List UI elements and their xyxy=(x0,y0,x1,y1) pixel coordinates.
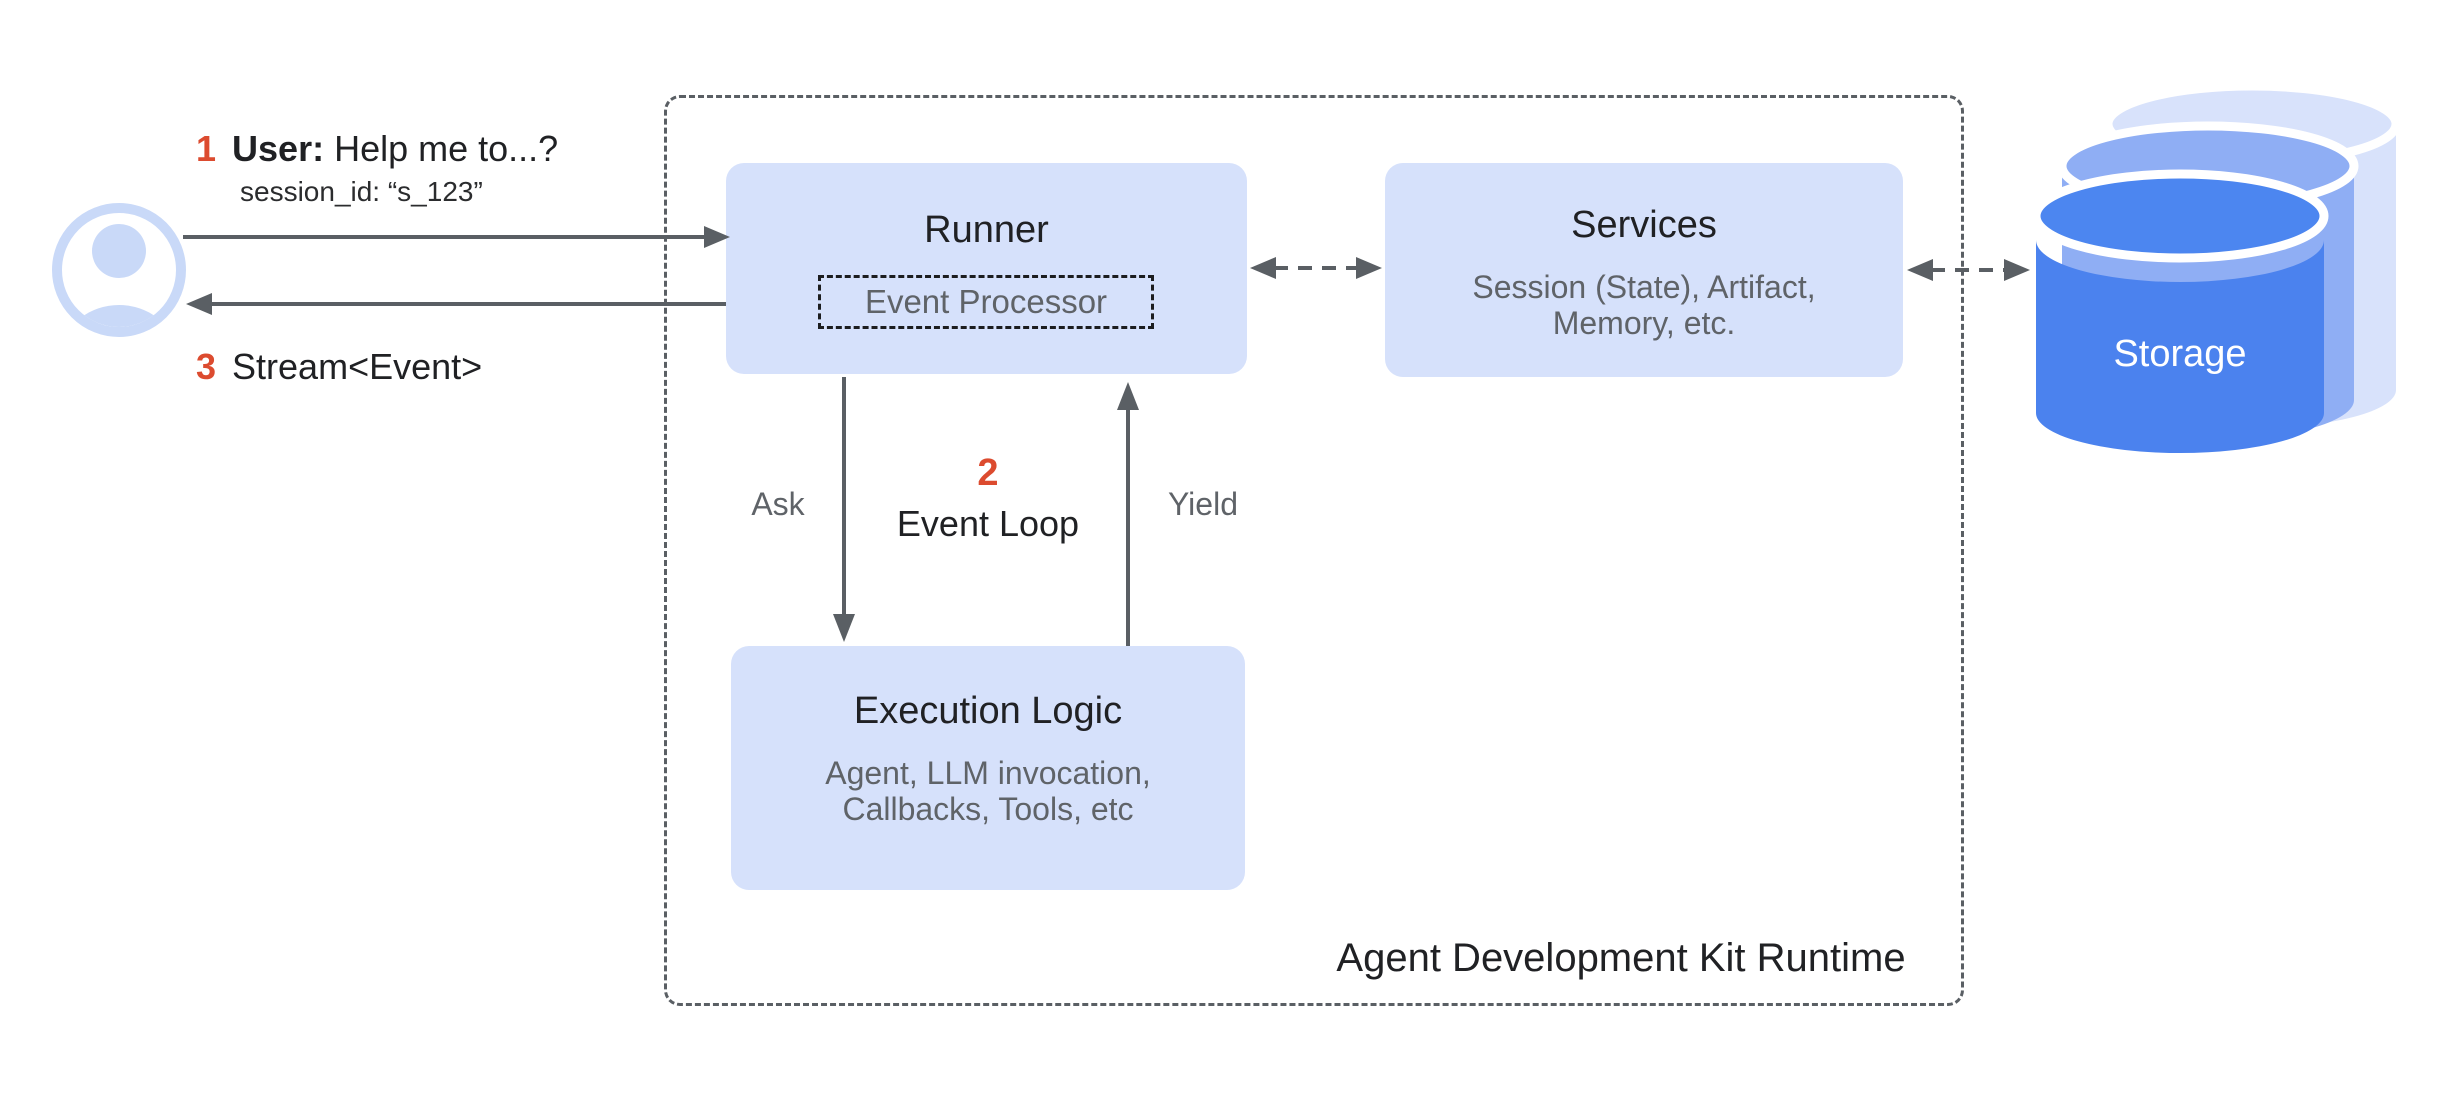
services-box: Services Session (State), Artifact, Memo… xyxy=(1385,163,1903,377)
session-id-label: session_id: “s_123” xyxy=(240,176,483,207)
services-storage-arrow xyxy=(1907,259,2030,281)
step3-annotation: 3 Stream<Event> xyxy=(196,346,482,388)
step1-number: 1 xyxy=(196,128,217,169)
services-title: Services xyxy=(1571,204,1717,246)
event-loop-annotation: 2 Event Loop xyxy=(858,452,1118,545)
services-subtitle-line1: Session (State), Artifact, xyxy=(1472,269,1816,305)
storage-cylinders xyxy=(2031,81,2401,453)
step1-text: User: Help me to...? xyxy=(232,128,558,170)
stream-response-arrow xyxy=(186,293,726,315)
user-avatar-icon xyxy=(52,203,186,337)
storage-label: Storage xyxy=(2113,333,2247,375)
step2-number: 2 xyxy=(977,452,999,494)
event-processor-box: Event Processor xyxy=(818,275,1154,329)
event-loop-label: Event Loop xyxy=(896,503,1080,544)
execution-subtitle-line1: Agent, LLM invocation, xyxy=(825,755,1151,791)
services-subtitle-line2: Memory, etc. xyxy=(1552,305,1736,341)
yield-label: Yield xyxy=(1168,486,1238,522)
ask-arrow xyxy=(833,377,855,642)
step3-stream-label: Stream<Event> xyxy=(232,346,483,387)
step1-annotation: 1 User: Help me to...? xyxy=(196,128,558,170)
execution-subtitle-line2: Callbacks, Tools, etc xyxy=(842,791,1134,827)
yield-arrow xyxy=(1117,382,1139,646)
step3-number: 3 xyxy=(196,346,217,387)
execution-logic-box: Execution Logic Agent, LLM invocation, C… xyxy=(731,646,1245,890)
ask-label: Ask xyxy=(751,486,805,522)
execution-logic-subtitle: Agent, LLM invocation, Callbacks, Tools,… xyxy=(731,755,1245,827)
runner-box: Runner Event Processor xyxy=(726,163,1247,374)
runner-title: Runner xyxy=(924,209,1049,251)
execution-logic-title: Execution Logic xyxy=(853,690,1123,732)
adk-runtime-container xyxy=(664,95,1964,1006)
runner-services-arrow xyxy=(1250,257,1382,279)
step1-user-label: User: xyxy=(232,128,325,169)
step1-user-query: Help me to...? xyxy=(334,128,559,169)
adk-runtime-label: Agent Development Kit Runtime xyxy=(1336,936,1906,980)
user-request-arrow xyxy=(183,226,730,248)
event-processor-label: Event Processor xyxy=(864,283,1108,320)
services-subtitle: Session (State), Artifact, Memory, etc. xyxy=(1385,269,1903,341)
